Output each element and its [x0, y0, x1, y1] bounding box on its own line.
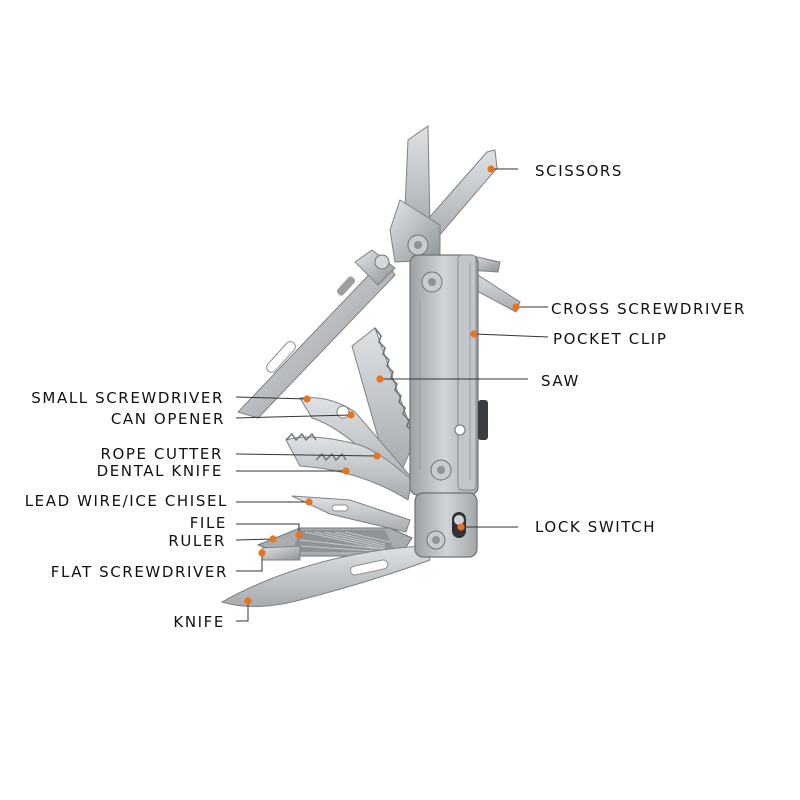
- marker-dot-lock-switch: [457, 523, 465, 531]
- marker-dot-rope-cutter: [373, 452, 381, 460]
- flat-screwdriver-tool: [261, 545, 301, 561]
- marker-dot-flat-screwdriver: [258, 549, 266, 557]
- label-pocket-clip: POCKET CLIP: [553, 330, 668, 348]
- leader-lines: [235, 165, 549, 622]
- leader-line-can-opener: [235, 414, 352, 419]
- marker-dot-dental-knife: [342, 467, 350, 475]
- scissors-handle-arm: [237, 249, 396, 419]
- lock-switch-block: [414, 492, 478, 558]
- marker-dot-ruler: [269, 535, 277, 543]
- leader-line-ruler: [235, 538, 274, 541]
- label-can-opener: CAN OPENER: [110, 410, 225, 428]
- leader-line-flat-screwdriver: [236, 553, 263, 572]
- label-rope-cutter: ROPE CUTTER: [100, 445, 223, 463]
- label-ruler: RULER: [168, 532, 226, 550]
- rope-cutter-dental-knife: [285, 432, 413, 501]
- label-scissors: SCISSORS: [535, 162, 624, 180]
- marker-dot-small-screwdriver: [303, 395, 311, 403]
- label-saw: SAW: [541, 372, 580, 390]
- leader-line-small-screwdriver: [235, 396, 308, 400]
- label-flat-screwdriver: FLAT SCREWDRIVER: [50, 563, 228, 581]
- marker-dot-saw: [376, 375, 384, 383]
- scissors-blades: [389, 125, 498, 263]
- label-lead-wire-ice-chisel: LEAD WIRE/ICE CHISEL: [24, 492, 228, 510]
- marker-dot-scissors: [487, 165, 495, 173]
- label-dental-knife: DENTAL KNIFE: [96, 462, 223, 480]
- marker-dot-pocket-clip: [470, 330, 478, 338]
- label-file: FILE: [189, 514, 227, 532]
- lead-wire-ice-chisel-tool: [291, 495, 411, 533]
- marker-dot-lead-wire-ice-chisel: [305, 498, 313, 506]
- label-knife: KNIFE: [173, 613, 225, 631]
- leader-line-knife: [236, 601, 249, 622]
- multitool-handle: [409, 254, 488, 496]
- label-small-screwdriver: SMALL SCREWDRIVER: [31, 389, 224, 407]
- leader-line-file: [236, 523, 300, 535]
- leader-line-rope-cutter: [235, 453, 378, 457]
- marker-dot-can-opener: [347, 411, 355, 419]
- label-lock-switch: LOCK SWITCH: [535, 518, 657, 536]
- marker-dot-knife: [244, 597, 252, 605]
- leader-line-pocket-clip: [473, 333, 549, 338]
- marker-dot-file: [295, 531, 303, 539]
- label-cross-screwdriver: CROSS SCREWDRIVER: [551, 300, 746, 318]
- marker-dot-cross-screwdriver: [512, 303, 520, 311]
